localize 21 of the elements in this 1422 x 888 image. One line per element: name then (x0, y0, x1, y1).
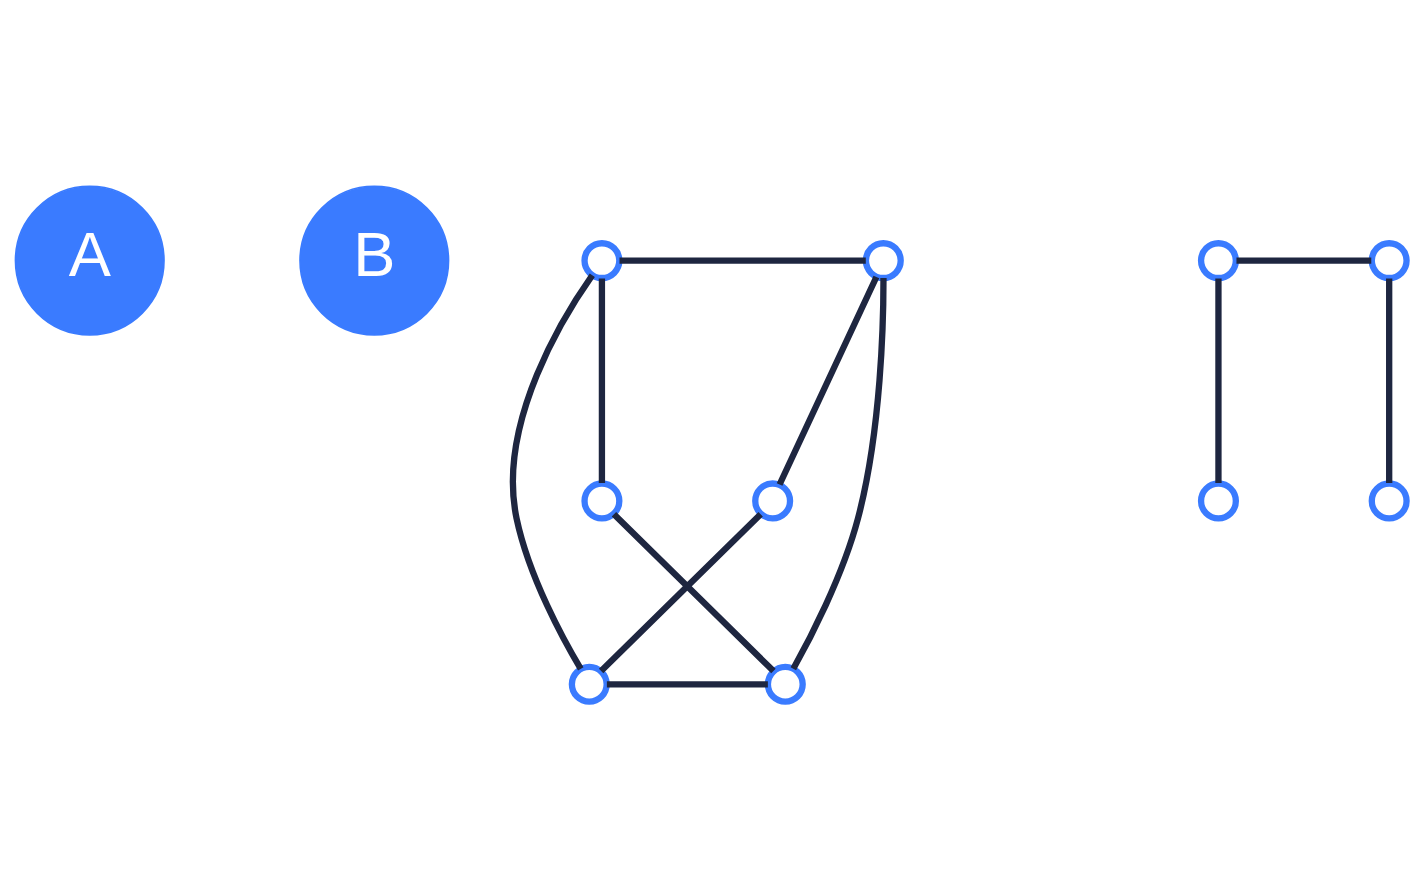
node-circle (581, 240, 623, 282)
node-circle (1197, 480, 1239, 522)
connector (619, 257, 866, 264)
connector (510, 273, 595, 671)
connector (1215, 278, 1222, 483)
connector (598, 278, 606, 483)
node-circle (752, 480, 794, 522)
connector (790, 278, 887, 671)
node-circle (862, 240, 904, 282)
connector (776, 275, 880, 486)
connector (606, 681, 768, 688)
node-circle: B (299, 185, 450, 336)
node-circle (1197, 240, 1239, 282)
node-circle (1368, 480, 1410, 522)
connector (1236, 257, 1372, 264)
node-circle (1368, 240, 1410, 282)
node-circle (568, 663, 610, 705)
node-circle: A (14, 185, 165, 336)
connector (1386, 278, 1393, 483)
node-circle (581, 480, 623, 522)
node-circle (764, 663, 806, 705)
